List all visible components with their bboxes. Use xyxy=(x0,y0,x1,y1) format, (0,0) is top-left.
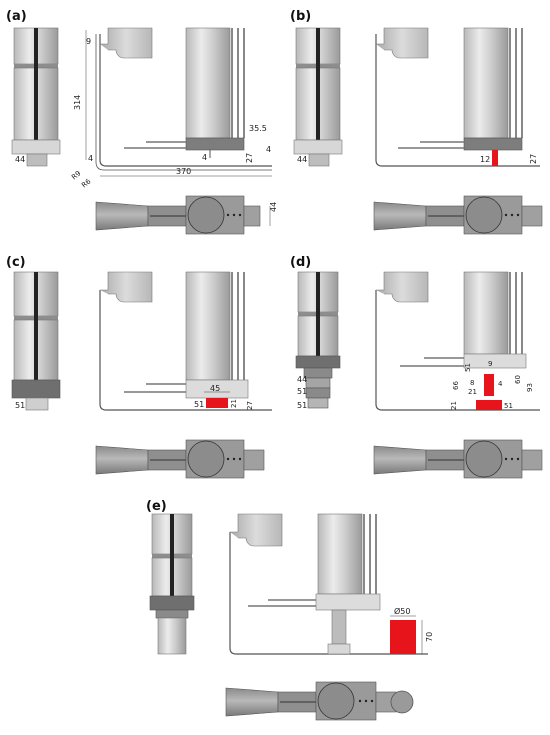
red-block-d-upper xyxy=(484,374,494,396)
dim-d-a: 66 xyxy=(452,381,460,390)
side-view-c: 51 xyxy=(11,271,61,411)
dim-c-block: 51 xyxy=(194,400,204,409)
panel-label-b: (b) xyxy=(290,9,311,24)
dim-a-gap: 35.5 xyxy=(249,124,267,133)
dim-a-plan: 44 xyxy=(269,202,278,212)
panel-a: (a) 44 9 314 4 xyxy=(6,9,278,235)
front-view-a: 9 314 4 4 35.5 27 4 370 R9 R6 xyxy=(70,27,272,190)
dim-d-e: 4 xyxy=(498,380,503,388)
dim-d-g: 60 xyxy=(514,375,522,384)
dim-e-h: 70 xyxy=(425,632,434,642)
side-view-d: 44 51 51 xyxy=(295,271,341,410)
side-view-a: 44 xyxy=(11,27,61,167)
dim-d-c: 8 xyxy=(470,379,474,387)
panel-label-c: (c) xyxy=(6,255,26,270)
dim-d-d: 21 xyxy=(468,388,477,396)
dim-c-blockh: 21 xyxy=(230,399,238,408)
dim-a-foot2: 4 xyxy=(266,145,271,154)
plan-view-a: 44 xyxy=(95,195,278,235)
dim-a-r2: R6 xyxy=(80,177,93,189)
panel-d: (d) 44 51 51 51 xyxy=(290,255,543,479)
side-view-e xyxy=(149,513,195,655)
red-block-e xyxy=(390,620,416,654)
plan-view-e xyxy=(225,681,414,721)
dim-a-depth: 370 xyxy=(176,167,191,176)
red-block-b xyxy=(492,150,498,166)
panel-c: (c) 51 45 51 21 27 xyxy=(6,255,272,479)
panel-b: (b) 44 12 27 xyxy=(290,9,543,235)
front-view-d: 51 9 8 21 4 66 60 93 21 51 xyxy=(375,271,540,411)
plan-view-b xyxy=(373,195,543,235)
dim-d-h: 93 xyxy=(526,383,534,392)
dim-d-s2: 51 xyxy=(297,387,307,396)
dim-a-base: 4 xyxy=(88,154,93,163)
dim-a-height: 314 xyxy=(73,95,82,110)
panel-label-d: (d) xyxy=(290,255,311,270)
dim-c-foot: 27 xyxy=(246,401,254,410)
dim-d-s3: 51 xyxy=(297,401,307,410)
dim-a-foot: 27 xyxy=(245,153,254,163)
dim-b-block: 12 xyxy=(480,155,490,164)
panel-label-e: (e) xyxy=(146,499,167,514)
dim-d-b: 51 xyxy=(464,363,472,372)
dim-d-i: 21 xyxy=(450,401,458,410)
red-block-d-lower xyxy=(476,400,502,410)
dim-e-dia: Ø50 xyxy=(394,606,410,616)
dim-c-side: 51 xyxy=(15,401,25,410)
panel-e: (e) Ø50 70 xyxy=(146,499,434,721)
dim-d-s1: 44 xyxy=(297,375,307,384)
front-view-b: 12 27 xyxy=(375,27,540,167)
dim-a-side: 44 xyxy=(15,155,25,164)
front-view-e: Ø50 70 xyxy=(229,513,434,655)
dim-b-side: 44 xyxy=(297,155,307,164)
dim-d-f: 9 xyxy=(488,360,492,368)
plan-view-d xyxy=(373,439,543,479)
side-view-b: 44 xyxy=(293,27,343,167)
plan-view-c xyxy=(95,439,265,479)
dim-b-foot: 27 xyxy=(529,154,538,164)
dim-a-r1: R9 xyxy=(70,169,82,181)
dim-a-plate: 4 xyxy=(202,153,207,162)
dim-a-top: 9 xyxy=(86,37,91,46)
dim-c-width: 45 xyxy=(210,384,220,393)
panel-label-a: (a) xyxy=(6,9,27,24)
dim-d-j: 51 xyxy=(504,402,513,410)
red-block-c xyxy=(206,398,228,408)
front-view-c: 45 51 21 27 xyxy=(99,271,272,411)
